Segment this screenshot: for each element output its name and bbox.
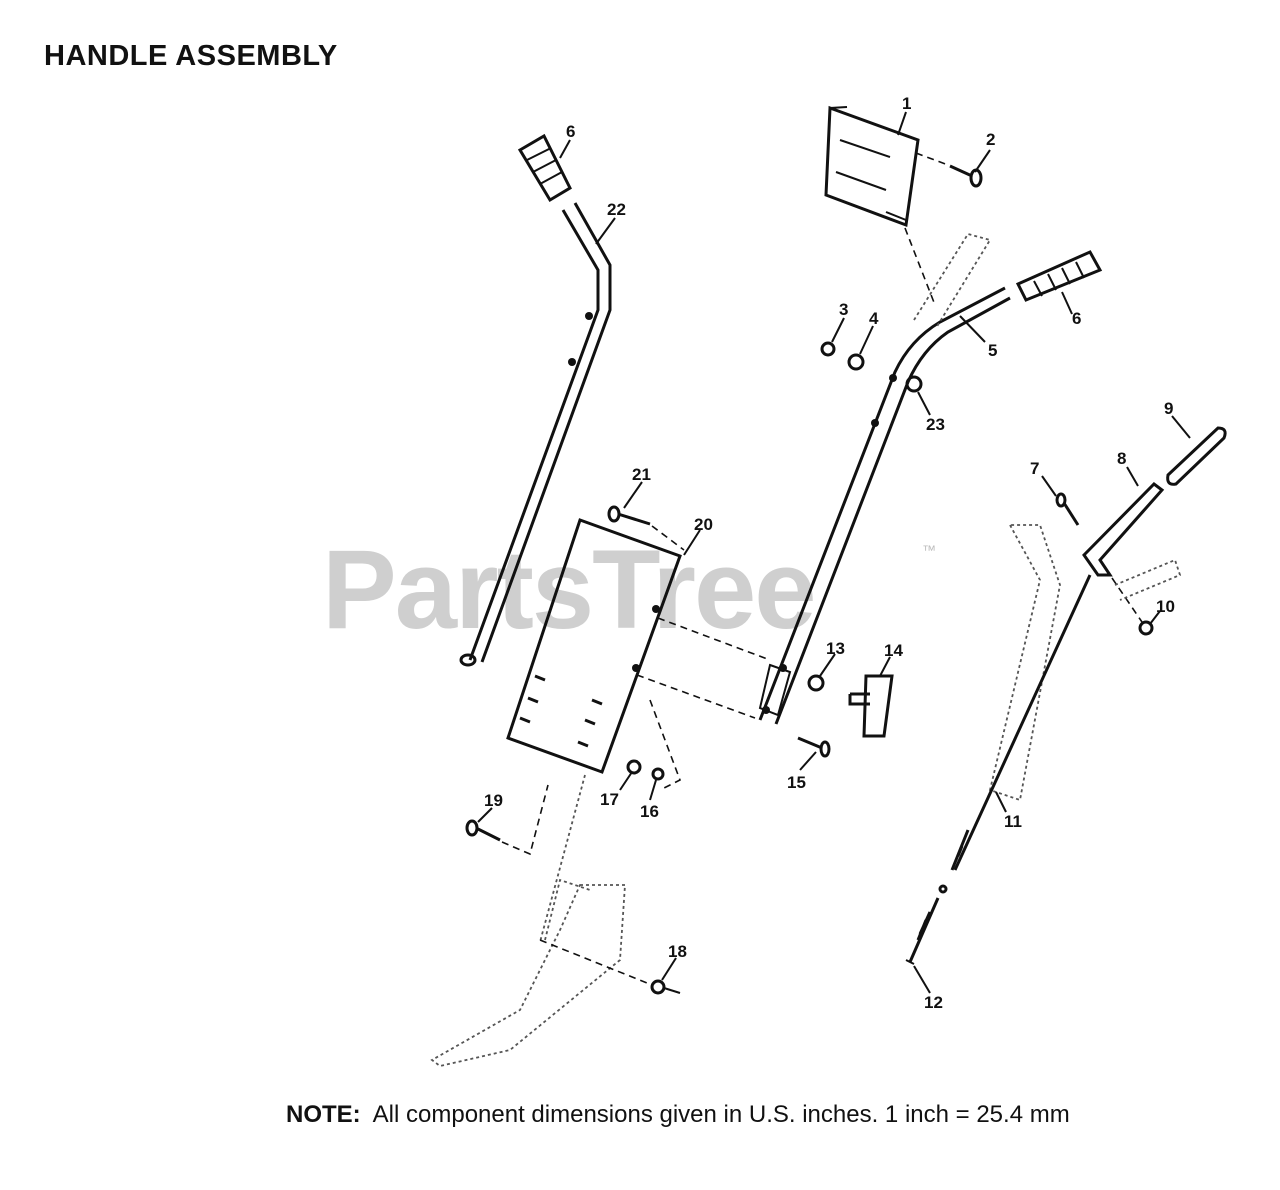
- watermark-trademark: ™: [922, 542, 936, 558]
- callout-16: 16: [640, 802, 659, 821]
- diagram-title: HANDLE ASSEMBLY: [44, 40, 338, 72]
- ghost-grip: [1114, 558, 1182, 601]
- callout-14: 14: [884, 641, 903, 660]
- part-13-washer: [807, 674, 825, 692]
- callout-3: 3: [839, 300, 848, 319]
- part-2-screw: [915, 152, 983, 188]
- callout-10: 10: [1156, 597, 1175, 616]
- part-11-shift-rod: [950, 574, 1092, 871]
- callout-6-left: 6: [566, 122, 575, 141]
- leader-line: [636, 674, 756, 719]
- callout-20: 20: [694, 515, 713, 534]
- callout-12: 12: [924, 993, 943, 1012]
- callout-7: 7: [1030, 459, 1039, 478]
- callout-4: 4: [869, 309, 879, 328]
- part-1-control-panel: [824, 105, 920, 228]
- part-15-bolt: [797, 736, 831, 758]
- part-21-bolt: [607, 505, 685, 551]
- ghost-housing: [430, 774, 626, 1067]
- part-8-lever: [1082, 482, 1165, 577]
- part-3-nut: [820, 341, 836, 357]
- callout-23: 23: [926, 415, 945, 434]
- part-14-knob: [848, 674, 894, 738]
- note-text: All component dimensions given in U.S. i…: [372, 1101, 1070, 1128]
- callout-19: 19: [484, 791, 503, 810]
- leader-line: [904, 227, 936, 306]
- part-18-nut: [539, 939, 681, 995]
- part-4-washer: [847, 353, 865, 371]
- units-note: NOTE: All component dimensions given in U…: [286, 1101, 1070, 1129]
- ghost-handle: [988, 524, 1061, 802]
- part-17-nut: [626, 759, 642, 775]
- callout-6-right: 6: [1072, 309, 1081, 328]
- callout-2: 2: [986, 130, 995, 149]
- part-12-rod-end: [905, 884, 948, 965]
- note-label: NOTE:: [286, 1101, 361, 1128]
- callout-22: 22: [607, 200, 626, 219]
- leader-line: [649, 699, 682, 791]
- callout-11: 11: [1004, 812, 1022, 831]
- callout-15: 15: [787, 773, 806, 792]
- callout-5: 5: [988, 341, 997, 360]
- part-10-nut: [1111, 577, 1154, 636]
- callout-1: 1: [902, 94, 911, 113]
- part-19-bolt: [465, 784, 549, 856]
- ghost-lever: [913, 232, 992, 329]
- callout-9: 9: [1164, 399, 1173, 418]
- part-22-left-handle: [459, 202, 612, 667]
- part-20-bracket: [506, 518, 682, 774]
- part-6-grip-left: [517, 133, 572, 203]
- part-23-washer: [905, 375, 923, 393]
- part-16-washer: [651, 767, 665, 781]
- callout-21: 21: [632, 465, 651, 484]
- part-6-grip-right: [1015, 250, 1103, 302]
- callout-leaders: [477, 111, 1191, 994]
- callout-13: 13: [826, 639, 845, 658]
- callout-17: 17: [600, 790, 619, 809]
- leader-line: [657, 617, 771, 661]
- callout-8: 8: [1117, 449, 1126, 468]
- part-9-lever-grip: [1166, 426, 1227, 486]
- callout-18: 18: [668, 942, 687, 961]
- part-7-screw: [1055, 492, 1080, 526]
